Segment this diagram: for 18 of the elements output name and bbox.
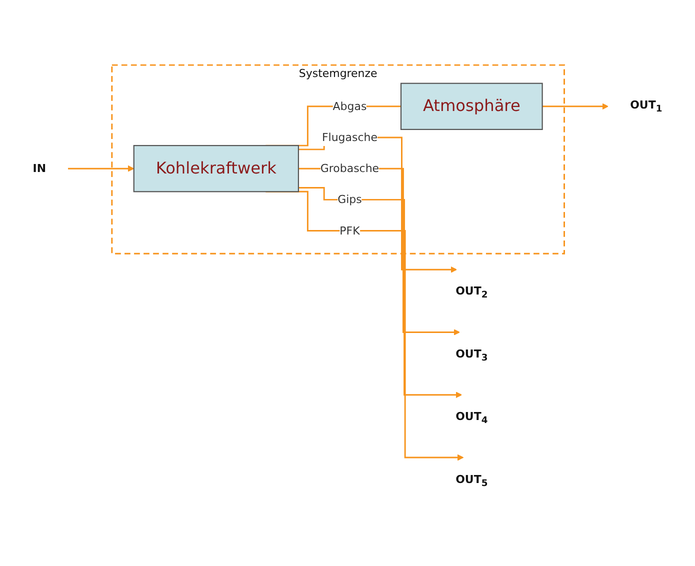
edge-label: Flugasche	[322, 130, 378, 144]
edge-label: PFK	[340, 224, 360, 238]
node-text: IN	[32, 162, 46, 175]
arrow	[298, 187, 462, 398]
node-text: OUT$_{1}$	[630, 98, 662, 114]
arrow	[298, 168, 460, 336]
node-box: Atmosphäre	[400, 82, 543, 130]
node-box: Kohlekraftwerk	[133, 145, 299, 192]
node-text: OUT$_{2}$	[456, 284, 488, 300]
arrow	[542, 103, 608, 110]
edge-label: Grobasche	[320, 162, 380, 175]
node-text: OUT$_{3}$	[456, 347, 488, 362]
arrow	[68, 165, 134, 172]
edge-label: Gips	[338, 192, 362, 206]
edge-label: Abgas	[332, 100, 367, 113]
node-text: OUT$_{5}$	[456, 472, 488, 488]
node-text: OUT$_{4}$	[456, 410, 488, 426]
arrow	[298, 136, 457, 273]
